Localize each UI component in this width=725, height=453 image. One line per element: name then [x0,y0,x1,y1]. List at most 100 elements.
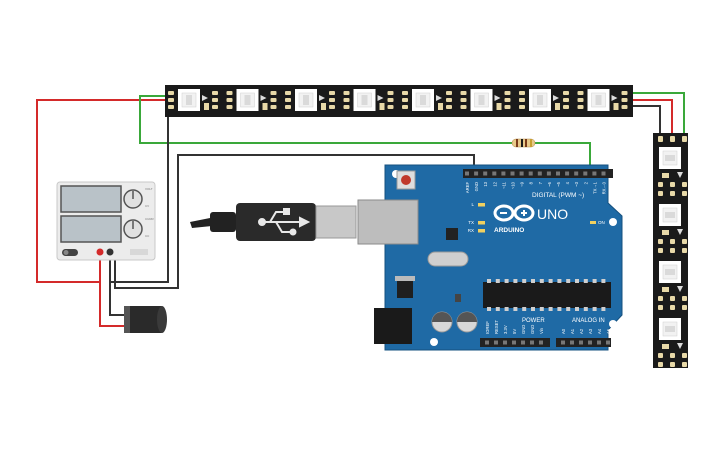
solder-pad [682,353,687,358]
status-led [478,229,485,233]
analog-header[interactable] [556,338,611,347]
negative-terminal[interactable] [106,248,114,256]
power-supply[interactable]: VOLT CURR CV CC [56,181,156,261]
solder-pad [387,105,394,109]
header-pin[interactable] [465,171,469,176]
led-pixel[interactable] [577,89,628,111]
header-pin[interactable] [539,340,543,345]
header-pin[interactable] [606,340,610,345]
capacitor[interactable] [124,306,167,333]
solder-pad [168,98,174,102]
direction-arrow-icon [677,229,683,235]
solder-pad [343,105,350,109]
header-pin[interactable] [537,171,542,176]
status-led-label: TX [468,220,474,225]
reset-button[interactable] [401,175,411,185]
resistor[interactable] [511,138,536,148]
solder-pad [621,91,628,95]
solder-pad [519,91,525,95]
direction-arrow-icon [611,95,618,101]
header-pin[interactable] [565,171,570,176]
usb-cable[interactable] [190,203,357,241]
led-pixel[interactable] [343,89,394,111]
solder-pad [329,105,335,109]
led-pixel[interactable] [226,89,277,111]
solder-pad [670,182,675,187]
header-pin[interactable] [494,340,498,345]
header-pin[interactable] [510,171,515,176]
solder-pad [212,105,218,109]
direction-arrow-icon [260,95,267,101]
top-pin-label: ~11 [501,181,506,188]
top-pin-label: TX→1 [592,181,597,194]
solder-pad [577,91,584,95]
header-pin[interactable] [597,340,601,345]
positive-terminal[interactable] [96,248,104,256]
solder-pad [270,105,277,109]
header-pin[interactable] [483,171,488,176]
green-wire-strip-link[interactable] [632,92,685,134]
led-pixel[interactable] [658,147,687,196]
red-wire-strip-link[interactable] [632,99,673,134]
header-pin[interactable] [521,340,525,345]
header-pin[interactable] [512,340,516,345]
header-pin[interactable] [503,340,507,345]
led-pixel[interactable] [460,89,511,111]
green-wire-data-in[interactable] [139,95,512,144]
black-wire-strip-link[interactable] [632,105,661,134]
header-pin[interactable] [530,340,534,345]
power-header-label: POWER [522,318,545,324]
status-led-label: L [471,202,474,207]
header-pin[interactable] [501,171,506,176]
top-pin-label: ~5 [556,181,561,186]
header-pin[interactable] [579,340,583,345]
led-pixel[interactable] [658,261,687,310]
header-pin[interactable] [485,340,489,345]
led-pixel[interactable] [285,89,335,111]
header-pin[interactable] [583,171,588,176]
solder-pad [270,91,277,95]
solder-pad [285,91,291,95]
solder-pad [658,296,663,301]
analog-header-label: ANALOG IN [572,318,605,324]
header-pin[interactable] [528,171,533,176]
black-wire-arduino-ground[interactable] [114,154,475,289]
header-pin[interactable] [474,171,479,176]
analog-pin-label: A2 [579,328,584,334]
solder-pad [329,91,335,95]
led-pixel[interactable] [658,318,687,367]
solder-pad [682,248,687,253]
arduino-usb-port[interactable] [357,199,419,245]
indicator-label-cv: CV [145,204,149,208]
led-pixel[interactable] [519,89,569,111]
header-pin[interactable] [574,171,579,176]
led-pixel[interactable] [402,89,452,111]
led-pixel[interactable] [168,89,218,111]
header-pin[interactable] [588,340,592,345]
led-strip-vertical[interactable] [653,133,688,368]
header-pin[interactable] [546,171,551,176]
status-led [478,221,485,225]
strip-horizontal-body [165,85,633,117]
header-pin[interactable] [556,171,560,176]
solder-pad [577,105,584,109]
dc-power-jack[interactable] [374,308,412,344]
solder-pad [402,91,408,95]
header-pin[interactable] [570,340,574,345]
header-pin[interactable] [601,171,606,176]
solder-pad [670,362,675,367]
red-wire-strip-power[interactable] [36,99,167,283]
led-pixel[interactable] [658,204,687,253]
led-strip-horizontal[interactable] [165,85,633,117]
header-pin[interactable] [519,171,524,176]
header-pin[interactable] [492,171,497,176]
header-pin[interactable] [561,340,565,345]
header-pin[interactable] [592,171,597,176]
solder-pad [658,305,663,310]
direction-arrow-icon [377,95,384,101]
on-led [590,221,596,224]
solder-pad [658,191,663,196]
capacitor-red-lead [99,282,124,327]
solder-pad [343,98,350,102]
